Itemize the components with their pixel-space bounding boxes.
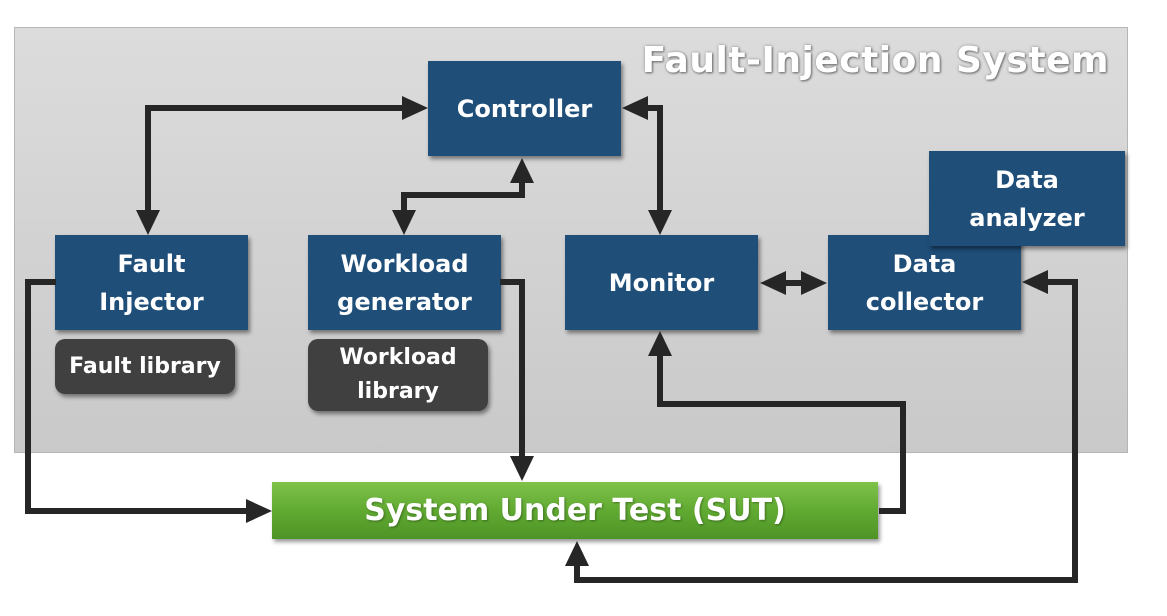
data-analyzer-node: Data analyzer [929,151,1125,246]
system-under-test-box: System Under Test (SUT) [272,482,878,539]
controller-label: Controller [456,94,593,123]
controller-node: Controller [428,61,621,156]
arrowhead-sut-left [246,499,272,523]
data-analyzer-label-line1: Data [995,165,1059,194]
workload-generator-label-line2: generator [337,287,472,316]
arrowhead-sut-bottom [565,541,589,566]
fault-injector-node: Fault Injector [55,235,248,330]
fault-library: Fault library [55,339,235,394]
monitor-label: Monitor [608,268,715,297]
monitor-node: Monitor [565,235,758,330]
data-collector-label-line1: Data [892,249,957,278]
sut-label: System Under Test (SUT) [364,493,786,528]
data-analyzer-label-line2: analyzer [969,203,1085,232]
workload-generator-node: Workload generator [308,235,501,330]
workload-library-label-line1: Workload [339,345,457,370]
workload-generator-label-line1: Workload [340,249,469,278]
workload-library-label-line2: library [357,379,439,404]
data-collector-node: Data collector [828,235,1021,330]
workload-library: Workload library [308,339,488,411]
data-collector-label-line2: collector [865,287,984,316]
fault-library-label: Fault library [69,353,221,379]
fault-injector-label-line2: Injector [99,287,204,316]
arrowhead-sut-top [510,456,534,481]
fault-injector-label-line1: Fault [117,249,186,278]
panel-title: Fault-Injection System [641,40,1109,81]
